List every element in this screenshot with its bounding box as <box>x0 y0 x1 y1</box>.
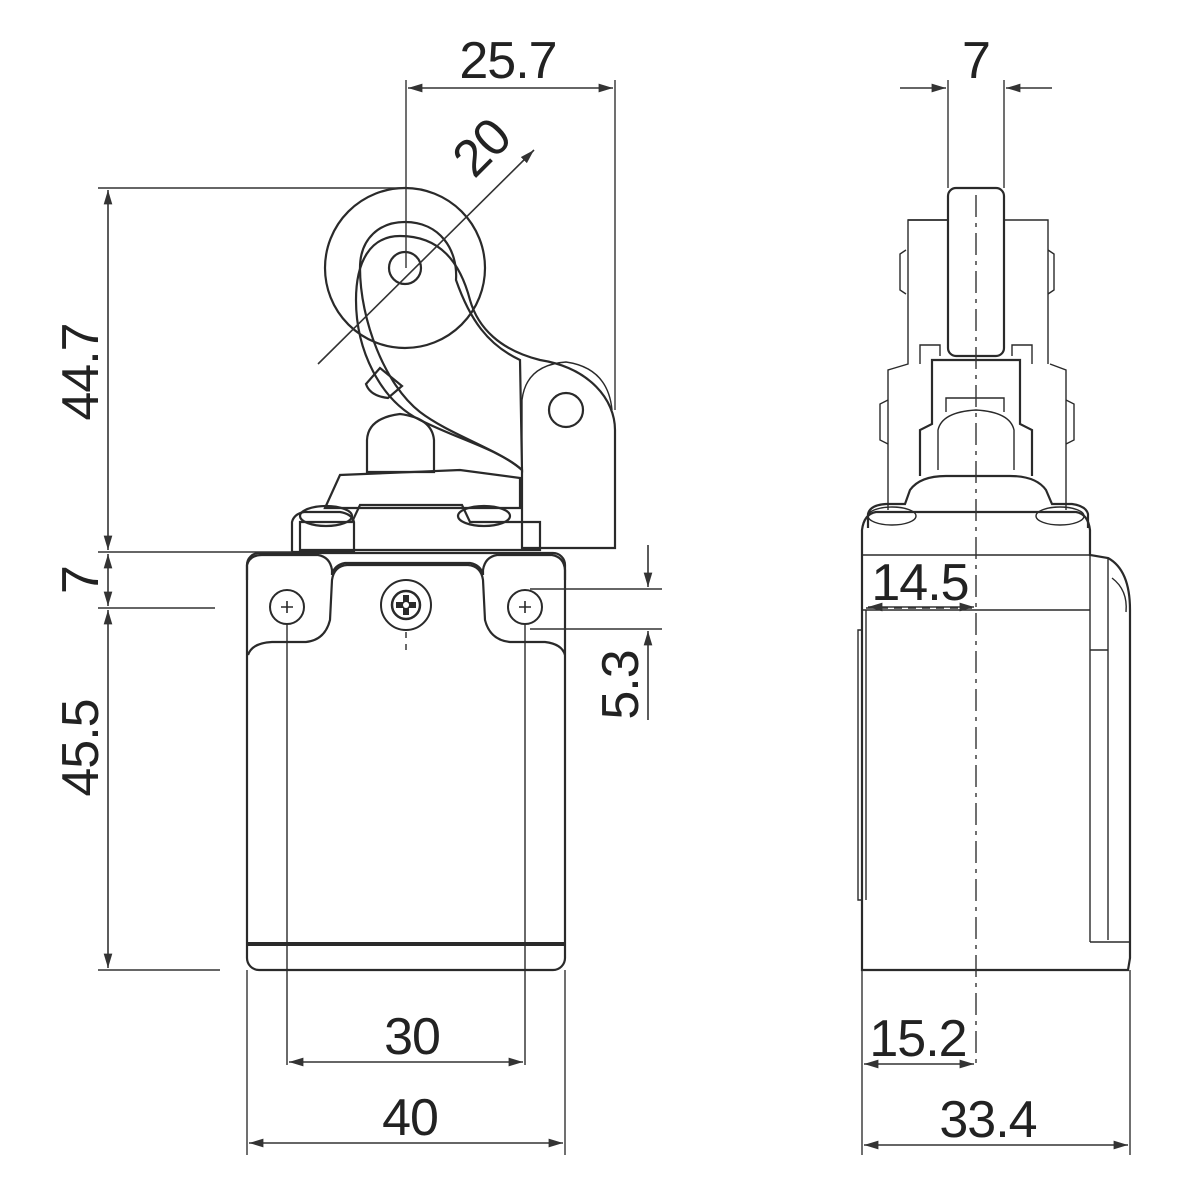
dim-width-label: 40 <box>382 1089 438 1147</box>
lever-pivot-hole <box>547 391 585 429</box>
plunger <box>365 412 436 474</box>
cover-center-screw <box>380 579 432 631</box>
dim-hole-depth-label: 14.5 <box>871 554 968 612</box>
roller-hub-arm <box>358 220 524 473</box>
dim-hole-offset-label: 5.3 <box>592 650 650 719</box>
dim-head-height-label: 7 <box>52 566 110 594</box>
dim-line-20 <box>317 149 535 365</box>
side-view: 7 14.5 15.2 33.4 <box>857 32 1132 1155</box>
dim-lever-height-label: 44.7 <box>52 323 110 420</box>
roller-wheel <box>323 186 487 350</box>
switch-body <box>245 551 567 972</box>
roller-axle-hole <box>387 250 423 286</box>
side-base-flange <box>866 474 1090 528</box>
dim-roller-offset-label: 25.7 <box>459 32 556 90</box>
dim-center-offset-label: 15.2 <box>869 1010 966 1068</box>
dim-roller-diameter-label: 20 <box>442 108 522 188</box>
dim-depth-label: 33.4 <box>939 1091 1036 1149</box>
base-screw-left <box>298 504 354 528</box>
actuator-base <box>323 468 522 510</box>
lever-spur <box>364 366 404 400</box>
dim-hole-spacing-label: 30 <box>384 1008 440 1066</box>
cover-screw-left <box>269 589 305 625</box>
cover-screw-right <box>507 589 543 625</box>
lever-pivot-boss <box>521 361 613 470</box>
base-flange <box>298 503 542 552</box>
cover-top-recess <box>245 553 567 580</box>
cover-panel <box>246 563 567 656</box>
front-view: 25.7 20 44.7 7 45.5 5.3 30 40 <box>52 32 662 1155</box>
dim-roller-width-label: 7 <box>962 32 990 90</box>
roller-lever-arm <box>354 234 617 550</box>
base-screw-right <box>456 504 512 528</box>
dim-body-height-label: 45.5 <box>52 699 110 796</box>
